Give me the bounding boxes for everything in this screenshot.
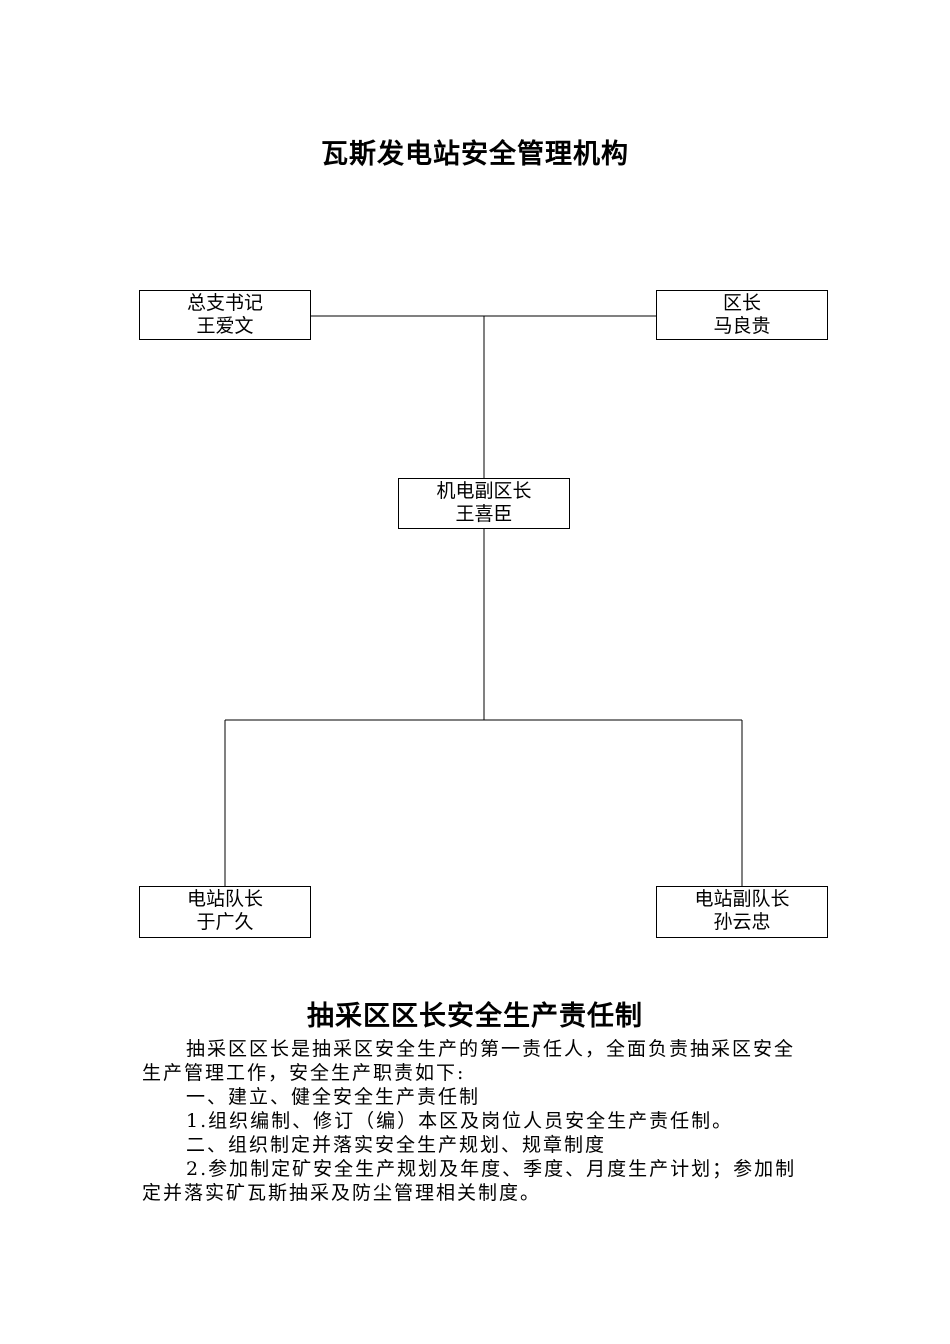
org-chart-connectors <box>224 315 743 886</box>
paragraph: 1.组织编制、修订（编）本区及岗位人员安全生产责任制。 <box>186 1110 734 1132</box>
org-box-secretary: 总支书记 王爱文 <box>139 290 311 340</box>
org-box-station-vice-captain: 电站副队长 孙云忠 <box>656 886 828 938</box>
paragraph: 2.参加制定矿安全生产规划及年度、季度、月度生产计划；参加制定并落实矿瓦斯抽采及… <box>142 1158 797 1204</box>
section-title: 抽采区区长安全生产责任制 <box>307 1001 643 1032</box>
org-box-name: 孙云忠 <box>713 911 771 933</box>
org-box-role: 电站队长 <box>186 888 263 910</box>
paragraph: 一、建立、健全安全生产责任制 <box>186 1086 481 1108</box>
org-box-role: 区长 <box>722 292 761 314</box>
org-box-district-head: 区长 马良贵 <box>656 290 828 340</box>
paragraph: 二、组织制定并落实安全生产规划、规章制度 <box>186 1134 607 1156</box>
section-body: 抽采区区长是抽采区安全生产的第一责任人，全面负责抽采区安全生产管理工作，安全生产… <box>142 1037 814 1205</box>
org-box-role: 总支书记 <box>186 292 263 314</box>
org-box-name: 王爱文 <box>196 315 254 337</box>
org-box-station-captain: 电站队长 于广久 <box>139 886 311 938</box>
org-box-role: 电站副队长 <box>694 888 790 910</box>
paragraph: 抽采区区长是抽采区安全生产的第一责任人，全面负责抽采区安全生产管理工作，安全生产… <box>142 1038 796 1084</box>
org-box-name: 马良贵 <box>713 315 771 337</box>
org-box-name: 王喜臣 <box>455 503 513 525</box>
org-box-role: 机电副区长 <box>436 480 532 502</box>
org-box-name: 于广久 <box>196 911 254 933</box>
document-title: 瓦斯发电站安全管理机构 <box>321 139 629 170</box>
org-box-deputy-head: 机电副区长 王喜臣 <box>398 478 570 529</box>
